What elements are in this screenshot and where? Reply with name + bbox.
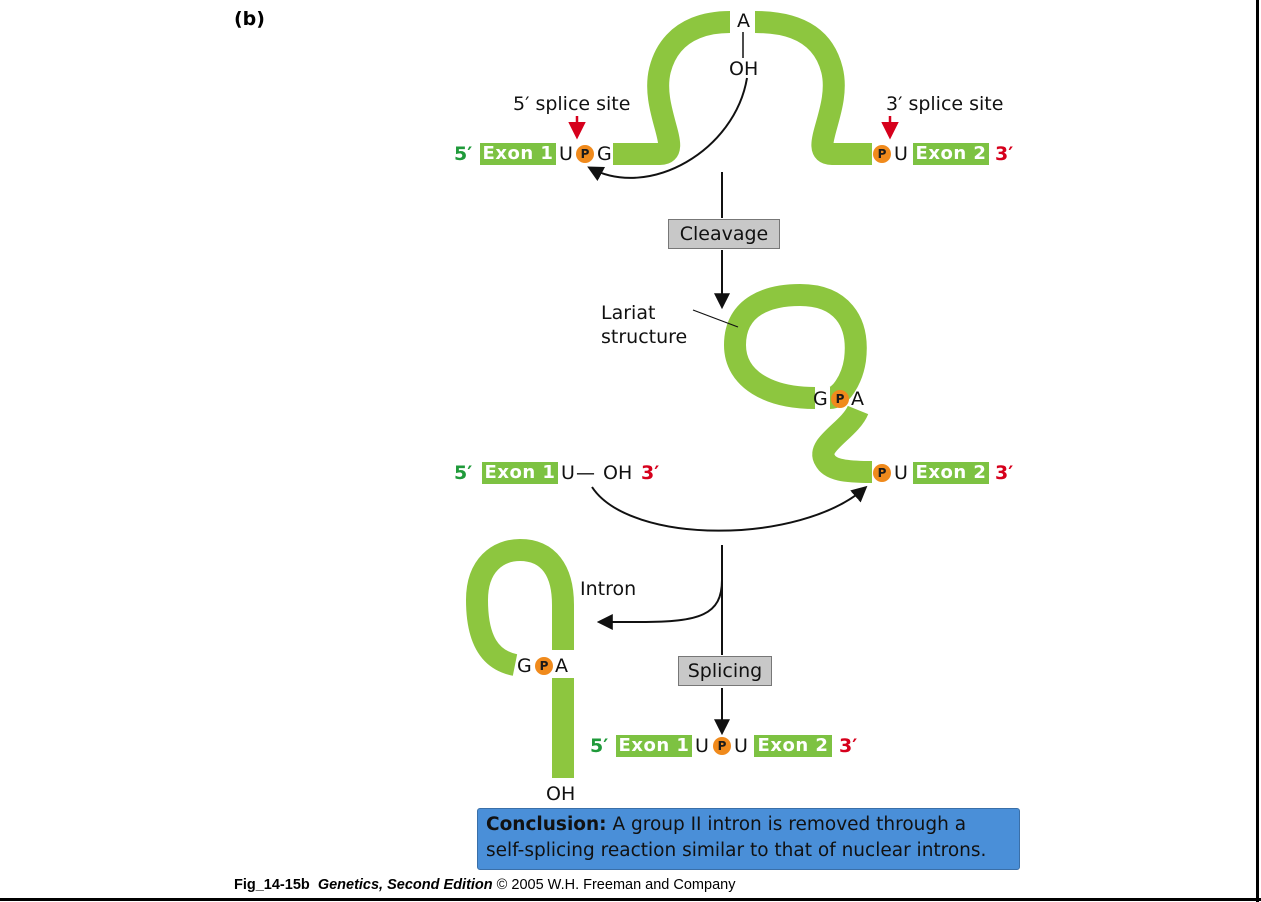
caption-fig-number: Fig_14-15b — [234, 877, 310, 893]
mid-exon-1: Exon 1 — [482, 462, 558, 484]
intron-strand-top — [613, 11, 872, 165]
mid-exon-2: Exon 2 — [913, 462, 989, 484]
conclusion-line1: A group II intron is removed through a — [606, 814, 967, 835]
three-splice-site-label: 3′ splice site — [886, 93, 1004, 115]
exon-join-arrow — [591, 485, 868, 532]
mid-three-prime-right: 3′ — [995, 462, 1014, 484]
lariat-label-line2: structure — [601, 326, 688, 348]
mid-oh-label: OH — [603, 462, 633, 484]
top-exon-2: Exon 2 — [913, 143, 989, 165]
intron-a-nucleotide: A — [555, 655, 568, 677]
conclusion-box: Conclusion: A group II intron is removed… — [477, 808, 1020, 870]
product-phosphate-icon: P — [713, 737, 731, 755]
mid-right-phosphate-icon: P — [873, 464, 891, 482]
lariat-pointer-line — [692, 309, 739, 328]
five-splice-site-label: 5′ splice site — [513, 93, 631, 115]
intron-label: Intron — [580, 578, 637, 600]
frame-border-right — [1256, 0, 1259, 902]
splicing-box: Splicing — [678, 656, 772, 686]
caption-book-title: Genetics, Second Edition — [317, 877, 493, 893]
product-exon-1: Exon 1 — [616, 735, 692, 757]
mid-u-nucleotide: U — [561, 462, 575, 484]
released-intron-loop — [465, 538, 574, 676]
top-u-nucleotide: U — [559, 143, 573, 165]
panel-label: (b) — [234, 8, 265, 30]
top-right-phosphate-icon: P — [873, 145, 891, 163]
mid-five-prime: 5′ — [454, 462, 473, 484]
top-oh-label: OH — [729, 58, 759, 80]
mid-bond-dash: — — [576, 462, 595, 484]
lariat-label-line1: Lariat — [601, 302, 656, 324]
caption-copyright: © 2005 W.H. Freeman and Company — [492, 877, 736, 893]
frame-border-bottom — [0, 898, 1261, 901]
top-left-phosphate-icon: P — [576, 145, 594, 163]
mid-three-prime: 3′ — [641, 462, 660, 484]
lariat-g-nucleotide: G — [813, 388, 828, 410]
attack-arrow — [587, 77, 748, 182]
figure-caption: Fig_14-15b Genetics, Second Edition © 20… — [234, 877, 735, 893]
intron-release-arrow — [596, 579, 723, 630]
mid-right-u-nucleotide: U — [894, 462, 908, 484]
product-exon-2: Exon 2 — [754, 735, 832, 757]
intron-oh-label: OH — [546, 783, 576, 805]
intron-phosphate-icon: P — [535, 657, 553, 675]
top-right-u-nucleotide: U — [894, 143, 908, 165]
product-five-prime: 5′ — [590, 735, 609, 757]
intron-g-nucleotide: G — [517, 655, 532, 677]
top-five-prime: 5′ — [454, 143, 473, 165]
conclusion-line2: self-splicing reaction similar to that o… — [486, 840, 987, 861]
branch-a-label: A — [737, 10, 750, 32]
lariat-tail — [812, 404, 873, 483]
top-three-prime: 3′ — [995, 143, 1014, 165]
product-three-prime: 3′ — [839, 735, 858, 757]
top-g-nucleotide: G — [597, 143, 612, 165]
lariat-phosphate-icon: P — [831, 390, 849, 408]
lariat-a-nucleotide: A — [851, 388, 864, 410]
cleavage-box: Cleavage — [668, 219, 780, 249]
top-exon-1: Exon 1 — [480, 143, 556, 165]
product-u-nucleotide-2: U — [734, 735, 748, 757]
lariat-loop — [723, 283, 867, 409]
product-u-nucleotide-1: U — [695, 735, 709, 757]
conclusion-heading: Conclusion: — [486, 814, 607, 835]
